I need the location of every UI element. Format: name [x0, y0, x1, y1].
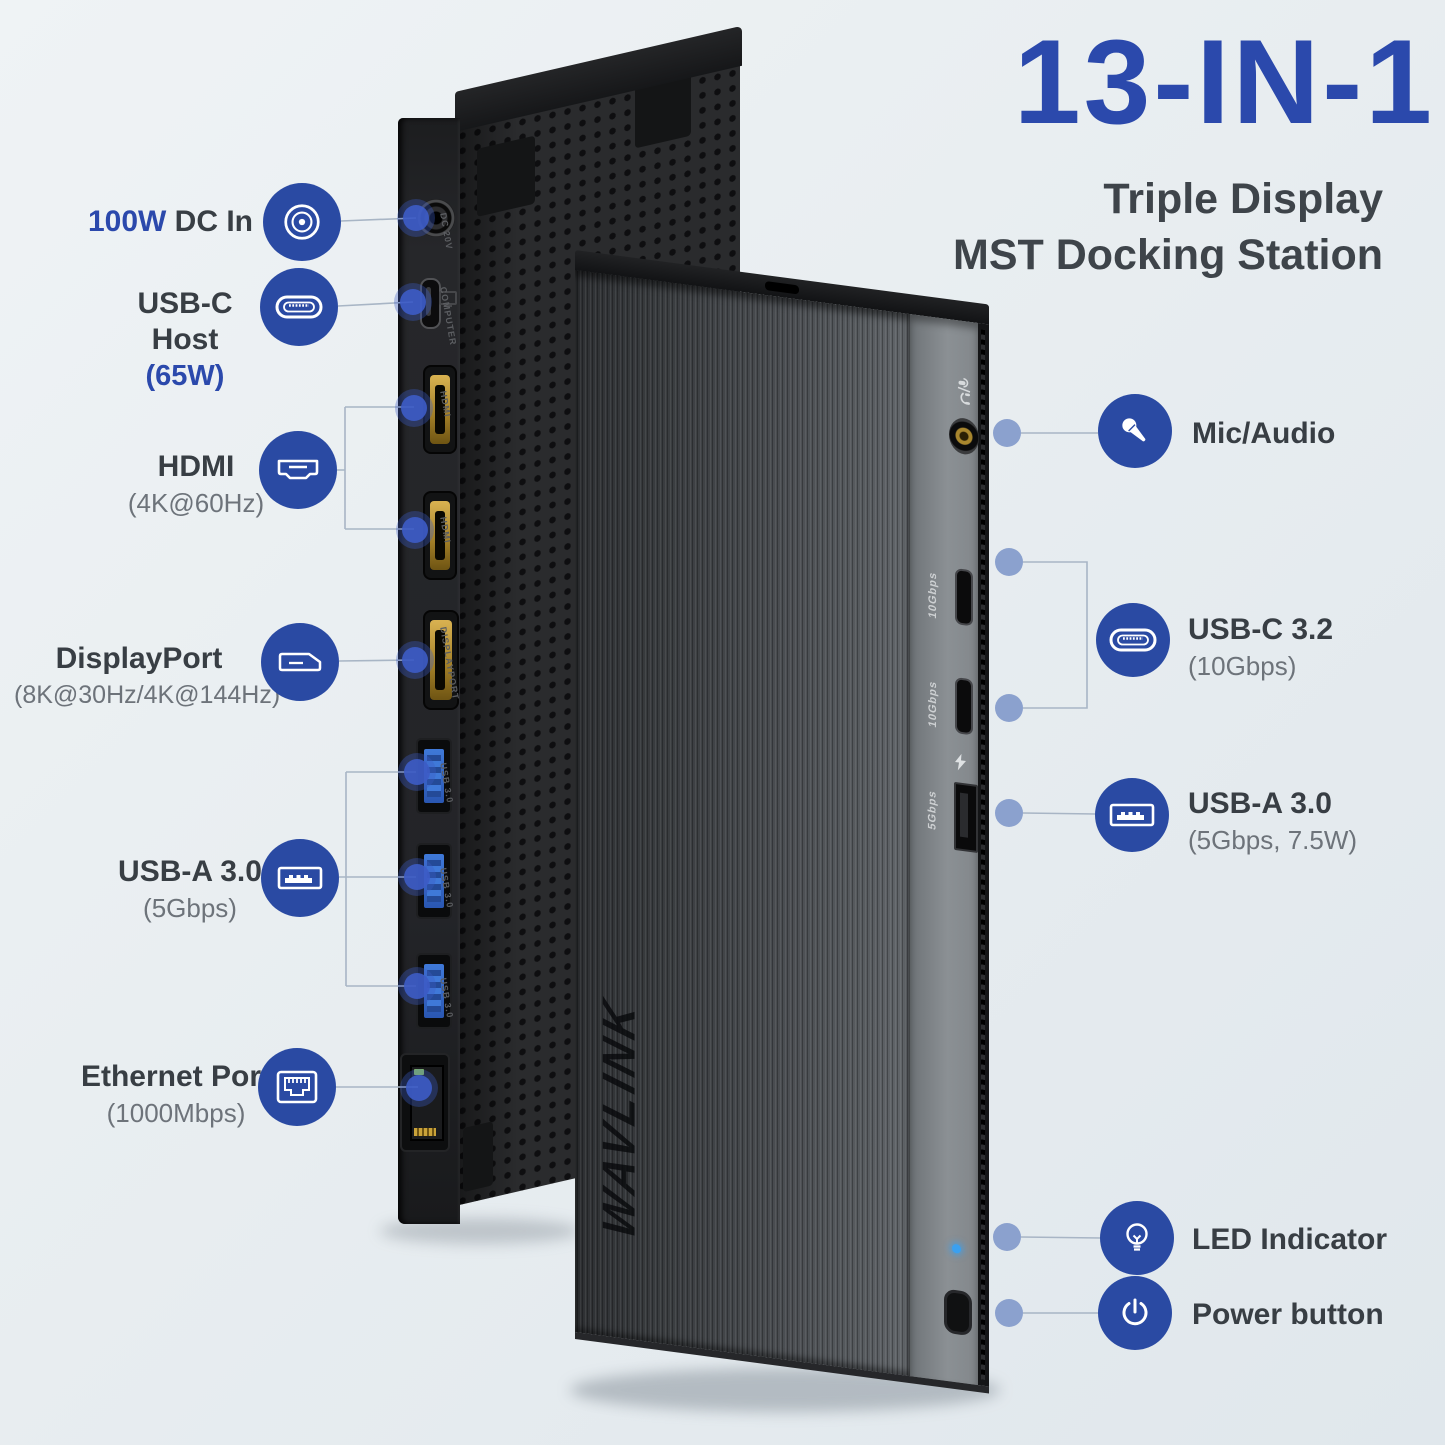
callout-label-power: Power button: [1192, 1298, 1384, 1331]
callout-label-ethernet: Ethernet Port (1000Mbps): [80, 1060, 272, 1128]
page-subtitle: Triple Display MST Docking Station: [953, 172, 1383, 284]
headset-mic-icon: [947, 371, 981, 409]
rear-hdmi-port-2: [425, 493, 455, 578]
subtitle-line-2: MST Docking Station: [953, 230, 1383, 279]
port-glow-dots: [394, 199, 438, 1107]
rear-usb-a-port-2: [418, 845, 450, 917]
rear-hdmi-port-1: [425, 367, 455, 452]
computer-monitor-icon: [439, 291, 457, 307]
callout-label-dc-in: 100W DC In: [87, 205, 253, 238]
dc-barrel-icon: [263, 183, 341, 261]
led-bulb-icon: [1100, 1201, 1174, 1275]
displayport-icon: [261, 623, 339, 701]
usb-c-icon: [260, 268, 338, 346]
callout-label-usb-a-right: USB-A 3.0 (5Gbps, 7.5W): [1188, 787, 1358, 855]
callout-label-displayport: DisplayPort (8K@30Hz/4K@144Hz): [14, 642, 281, 709]
callout-label-usb-a: USB-A 3.0 (5Gbps): [118, 855, 262, 923]
subtitle-line-1: Triple Display: [1103, 175, 1383, 223]
usb-a-icon: [1095, 778, 1169, 852]
power-icon: [1098, 1276, 1172, 1350]
callout-label-hdmi: HDMI (4K@60Hz): [127, 450, 265, 518]
callout-label-mic-audio: Mic/Audio: [1192, 417, 1336, 450]
callout-dots: [993, 419, 1023, 1327]
hdmi-icon: [259, 431, 337, 509]
ethernet-link-led: [414, 1069, 424, 1075]
page-title: 13-IN-1: [1013, 15, 1435, 149]
charge-bolt-icon: [953, 752, 967, 772]
front-dock-device: WAVLINK 10Gbps 10Gbps 5Gbps: [575, 250, 989, 1394]
rear-displayport-port: [425, 612, 457, 708]
rear-ethernet-port: [402, 1055, 448, 1150]
callout-label-usbc-32: USB-C 3.2 (10Gbps): [1188, 613, 1334, 681]
usb-a-icon: [261, 839, 339, 917]
callout-label-usbc-host: USB-C Host (65W): [137, 287, 233, 392]
microphone-icon: [1098, 394, 1172, 468]
ethernet-icon: [258, 1048, 336, 1126]
callout-label-led: LED Indicator: [1192, 1223, 1388, 1256]
callout-lines: [336, 217, 1102, 1314]
usb-c-icon: [1096, 603, 1170, 677]
